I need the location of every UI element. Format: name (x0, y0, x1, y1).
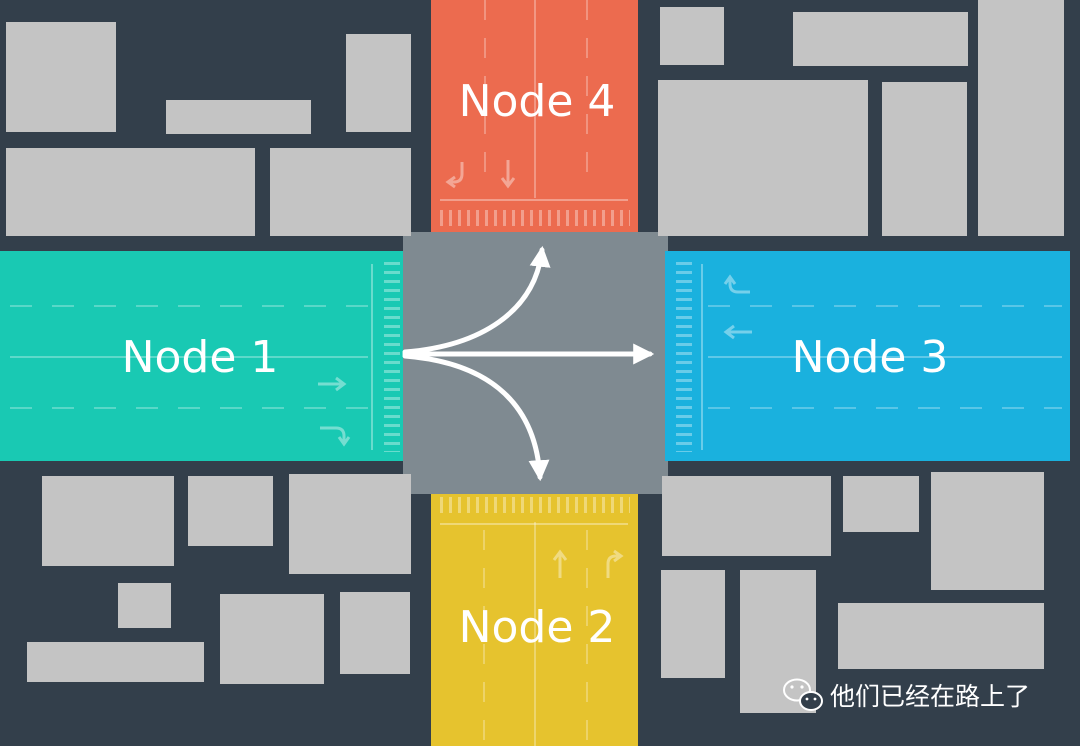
node-4-label: Node 4 (459, 76, 616, 127)
node-3-label: Node 3 (792, 332, 949, 383)
city-block (660, 7, 724, 65)
city-block (118, 583, 171, 628)
city-block (662, 476, 831, 556)
straight-arrow-marking (500, 160, 516, 189)
flow-arrows (402, 245, 655, 482)
watermark-text: 他们已经在路上了 (830, 682, 1030, 711)
city-blocks-top-left (6, 22, 411, 236)
city-blocks-bottom-right (661, 472, 1044, 713)
city-block (270, 148, 411, 236)
city-block (6, 148, 255, 236)
city-block (931, 472, 1044, 590)
left-turn-arrow-marking (723, 274, 750, 294)
city-block (166, 100, 311, 134)
city-block (289, 474, 411, 574)
city-block (346, 34, 411, 132)
road-node-1: Node 1 (0, 251, 403, 461)
city-blocks-bottom-left (27, 474, 411, 684)
right-turn-arrow-marking (606, 549, 624, 578)
city-block (42, 476, 174, 566)
city-block (188, 476, 273, 546)
city-block (340, 592, 410, 674)
straight-arrow-marking (723, 324, 752, 340)
wechat-icon (783, 678, 823, 711)
city-block (220, 594, 324, 684)
arrow-node1-to-node4 (402, 245, 551, 355)
city-block (658, 80, 868, 236)
right-turn-arrow-marking (320, 426, 351, 447)
city-block (740, 570, 816, 713)
city-blocks-top-right (658, 0, 1064, 236)
road-surface (0, 251, 403, 461)
watermark: 他们已经在路上了 (783, 678, 1030, 711)
city-block (6, 22, 116, 132)
city-block (978, 0, 1064, 236)
city-block (793, 12, 968, 66)
right-turn-arrow-marking (445, 162, 464, 189)
road-surface (431, 494, 638, 746)
road-node-2: Node 2 (431, 494, 638, 746)
city-block (27, 642, 204, 682)
node-2-label: Node 2 (459, 602, 616, 653)
city-block (838, 603, 1044, 669)
road-node-4: Node 4 (431, 0, 638, 232)
road-node-3: Node 3 (665, 251, 1070, 461)
city-block (882, 82, 967, 236)
road-surface (431, 0, 638, 232)
straight-arrow-marking (552, 549, 568, 578)
arrow-node1-to-node2 (402, 353, 550, 482)
city-block (843, 476, 919, 532)
node-1-label: Node 1 (122, 332, 279, 383)
city-block (661, 570, 725, 678)
road-surface (665, 251, 1070, 461)
straight-arrow-marking (318, 376, 347, 392)
